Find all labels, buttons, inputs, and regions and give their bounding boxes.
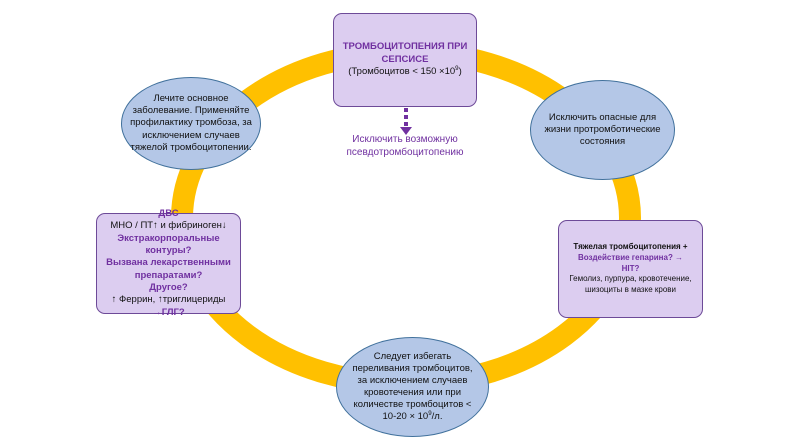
right-oval-line: жизни протромботические [544, 123, 661, 135]
left-box-hlh: →ГЛГ? [152, 306, 185, 318]
left-oval-line: исключением случаев [142, 129, 240, 141]
right-oval-line: состояния [579, 136, 626, 148]
pseudo-note-line1: Исключить возможную [352, 134, 458, 145]
left-box-ferritin: ↑ Феррин, ↑триглицериды [111, 294, 226, 306]
exclude-pseudothrombocytopenia-note: Исключить возможную псевдотромбоцитопени… [320, 134, 490, 160]
subtitle-exponent: 9 [455, 65, 459, 73]
right-box-heparin: Воздействие гепарина? → [577, 252, 684, 262]
right-box-hit: HIT? [621, 263, 640, 273]
subtitle-text: (Тромбоцитов < 150 ×10 [348, 66, 456, 78]
bottom-oval-line: переливания тромбоцитов, [352, 362, 473, 374]
right-box-schistocytes: шизоциты в мазке крови [585, 285, 676, 295]
left-box-dic: ДВС [158, 207, 179, 219]
threshold-text: 10-20 × 10 [382, 411, 429, 423]
bottom-oval-line: количестве тромбоцитов < [353, 399, 472, 411]
severe-thrombocytopenia-box: Тяжелая тромбоцитопения + Воздействие ге… [558, 220, 703, 318]
bottom-oval-line: кровотечения или при [363, 387, 462, 398]
left-box-extracorporeal: Экстракорпоральные контуры? [117, 232, 220, 256]
avoid-transfusion-oval: Следует избегать переливания тромбоцитов… [336, 337, 489, 437]
left-oval-line: Лечите основное [153, 93, 229, 105]
dashed-down-arrow-icon [400, 108, 412, 135]
right-oval-line: Исключить опасные для [548, 111, 657, 123]
threshold-exponent: 9 [428, 410, 432, 418]
subtitle-suffix: ) [458, 66, 462, 78]
left-box-other: Другое? [149, 282, 188, 294]
bottom-oval-line: за исключением случаев [357, 374, 468, 386]
top-box-subtitle: (Тромбоцитов < 150 ×109) [348, 66, 462, 79]
left-oval-line: заболевание. Применяйте [132, 105, 250, 117]
right-box-severe: Тяжелая тромбоцитопения + [573, 242, 688, 251]
top-box-title-line2: СЕПСИСЕ [381, 53, 429, 65]
left-oval-line: профилактику тромбоза, за [130, 117, 252, 129]
left-box-drug-induced: Вызвана лекарственными [106, 257, 231, 269]
threshold-unit: /л. [431, 411, 443, 423]
right-box-hemolysis: Гемолиз, пурпура, кровотечение, [569, 274, 692, 284]
dic-differential-box: ДВС МНО / ПТ↑ и фибриноген↓ Экстракорпор… [96, 208, 241, 318]
bottom-oval-line: Следует избегать [373, 350, 452, 362]
bottom-oval-threshold: 10-20 × 109/л. [383, 411, 443, 423]
top-box-title-line1: ТРОМБОЦИТОПЕНИЯ ПРИ [342, 40, 468, 52]
thrombocytopenia-sepsis-box: ТРОМБОЦИТОПЕНИЯ ПРИ СЕПСИСЕ (Тромбоцитов… [333, 13, 477, 107]
left-oval-line: тяжелой тромбоцитопении. [130, 141, 252, 153]
treat-underlying-disease-oval: Лечите основное заболевание. Применяйте … [121, 77, 261, 170]
pseudo-note-line2: псевдотромбоцитопению [346, 146, 464, 158]
left-box-drug-induced-2: препаратами? [134, 269, 203, 281]
left-box-inr: МНО / ПТ↑ и фибриноген↓ [110, 220, 227, 232]
exclude-prothrombotic-oval: Исключить опасные для жизни протромботич… [530, 80, 675, 180]
